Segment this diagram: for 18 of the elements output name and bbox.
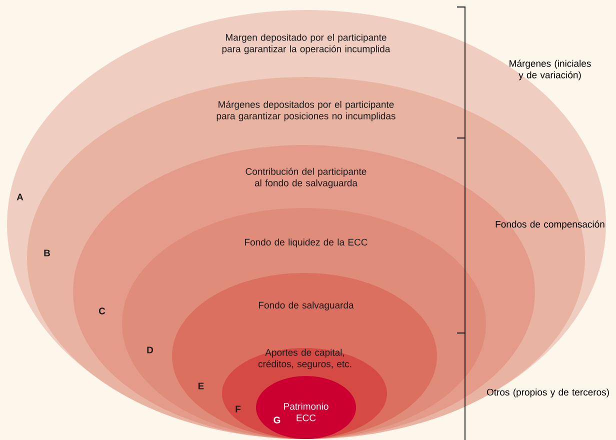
band-letter: C <box>98 308 106 314</box>
band-label: Patrimonio ECC <box>284 402 328 422</box>
group-label: Fondos de compensación <box>496 220 604 230</box>
band-letter: F <box>236 406 241 412</box>
band-letter: B <box>44 250 50 256</box>
band-label: Fondo de liquidez de la ECC <box>245 238 368 248</box>
band-label: Contribución del participante al fondo de salvaguarda <box>246 168 366 188</box>
band-label: Margen depositado por el participante para garantizar la operación incumplida <box>222 34 390 54</box>
band-letter: E <box>198 382 204 390</box>
band-letter: G <box>274 416 280 424</box>
ellipse-band <box>256 376 356 439</box>
group-label: Márgenes (iniciales y de variación) <box>510 60 591 80</box>
band-letter: A <box>16 194 24 200</box>
band-label: Aportes de capital, créditos, seguros, etc. <box>258 348 352 370</box>
band-label: Fondo de salvaguarda <box>259 302 354 310</box>
band-label: Márgenes depositados por el participante para garantizar posiciones no incumplidas <box>216 100 396 122</box>
band-letter: D <box>147 346 154 354</box>
group-label: Otros (propios y de terceros) <box>486 388 609 398</box>
